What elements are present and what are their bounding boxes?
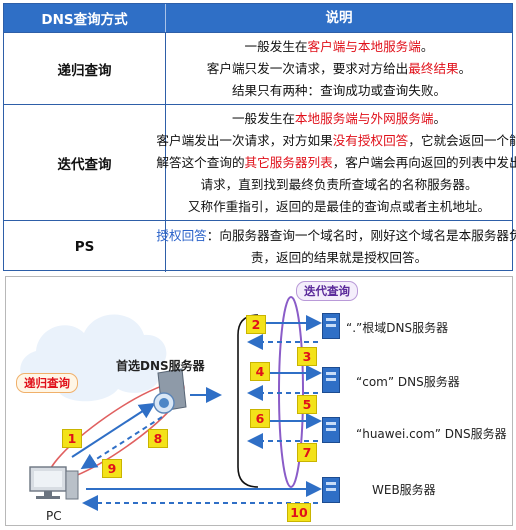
dns-query-diagram: 迭代查询 递归查询 首选DNS服务器 PC “.”根域DNS服务器 “com” …	[5, 276, 513, 526]
pc-label: PC	[46, 509, 62, 523]
step-4: 4	[250, 362, 270, 381]
dns-server-icon	[153, 368, 187, 414]
step-3: 3	[297, 347, 317, 366]
step-1: 1	[62, 429, 82, 448]
com-server-icon	[322, 367, 340, 393]
com-server-label: “com” DNS服务器	[356, 375, 460, 389]
highlight-client-local: 客户端与本地服务端	[307, 38, 421, 54]
highlight-server-list: 其它服务器列表	[244, 154, 333, 170]
recursive-description: 一般发生在客户端与本地服务端。 客户端只发一次请求，要求对方给出最终结果。 结果…	[166, 33, 512, 104]
step-10: 10	[287, 503, 311, 522]
recursive-line2: 客户端只发一次请求，要求对方给出最终结果。	[206, 60, 472, 76]
step-8: 8	[148, 429, 168, 448]
step-2: 2	[246, 315, 266, 334]
highlight-auth-answer: 授权回答	[156, 227, 207, 243]
web-server-label: WEB服务器	[372, 483, 436, 497]
arrow-1	[71, 402, 156, 458]
root-server-icon	[322, 313, 340, 339]
recursive-query-tag: 递归查询	[16, 373, 78, 393]
iterative-line5: 又称作重指引，返回的是最佳的查询点或者主机地址。	[187, 198, 491, 214]
recursive-line1: 一般发生在客户端与本地服务端。	[244, 38, 434, 54]
iterative-name: 迭代查询	[4, 105, 166, 220]
highlight-local-external: 本地服务端与外网服务端	[294, 110, 434, 126]
server-bracket	[237, 314, 259, 488]
step-6: 6	[250, 409, 270, 428]
header-description: 说明	[325, 10, 353, 26]
huawei-server-label: “huawei.com” DNS服务器	[356, 427, 507, 441]
ps-line2: 责，返回的结果就是授权回答。	[250, 249, 428, 265]
preferred-dns-label: 首选DNS服务器	[116, 359, 205, 373]
step-5: 5	[297, 395, 317, 414]
table-row-iterative: 迭代查询 一般发生在本地服务端与外网服务端。 客户端发出一次请求，对方如果没有授…	[4, 104, 516, 220]
recursive-name: 递归查询	[4, 33, 166, 104]
step-7: 7	[297, 443, 317, 462]
header-query-method: DNS查询方式	[4, 4, 166, 32]
iterative-line4: 请求，直到找到最终负责所查域名的名称服务器。	[200, 176, 478, 192]
huawei-server-icon	[322, 417, 340, 443]
dns-query-table: DNS查询方式 说明 递归查询 一般发生在客户端与本地服务端。 客户端只发一次请…	[3, 3, 516, 272]
iterative-description: 一般发生在本地服务端与外网服务端。 客户端发出一次请求，对方如果没有授权回答，它…	[156, 105, 516, 220]
root-server-label: “.”根域DNS服务器	[346, 321, 449, 335]
table-header-row: DNS查询方式 说明	[4, 4, 512, 32]
web-server-icon	[322, 477, 340, 503]
arrow-8	[80, 416, 163, 470]
highlight-final-result: 最终结果	[408, 60, 459, 76]
ps-line1: 授权回答：向服务器查询一个域名时，刚好这个域名是本服务器负	[156, 227, 516, 243]
iterative-line3: 解答这个查询的其它服务器列表，客户端会再向返回的列表中发出	[156, 154, 516, 170]
iterative-line1: 一般发生在本地服务端与外网服务端。	[231, 110, 447, 126]
ps-description: 授权回答：向服务器查询一个域名时，刚好这个域名是本服务器负 责，返回的结果就是授…	[156, 221, 516, 272]
highlight-no-auth: 没有授权回答	[332, 132, 409, 148]
ps-name: PS	[4, 221, 166, 272]
recursive-line3: 结果只有两种：查询成功或查询失败。	[231, 82, 447, 98]
iterative-line2: 客户端发出一次请求，对方如果没有授权回答，它就会返回一个能	[156, 132, 516, 148]
iterative-query-tag: 迭代查询	[296, 281, 358, 301]
step-9: 9	[102, 459, 122, 478]
table-row-ps: PS 授权回答：向服务器查询一个域名时，刚好这个域名是本服务器负 责，返回的结果…	[4, 220, 516, 272]
pc-icon	[29, 466, 79, 500]
table-row-recursive: 递归查询 一般发生在客户端与本地服务端。 客户端只发一次请求，要求对方给出最终结…	[4, 32, 512, 104]
